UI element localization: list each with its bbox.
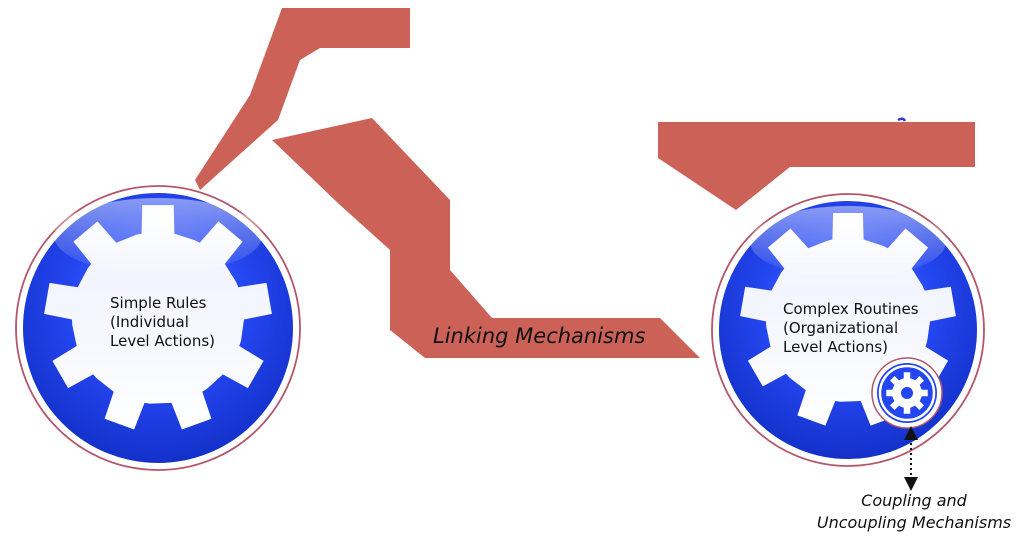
gear-icon: [886, 372, 928, 414]
seat-mark: [897, 117, 907, 122]
coupling-label-line1: Coupling and: [861, 491, 967, 510]
left-wheel-gloss: [54, 198, 262, 274]
coupling-label: Coupling and Uncoupling Mechanisms: [814, 490, 1014, 534]
small-gear: [871, 357, 943, 429]
frame-seat-bar: [658, 122, 975, 210]
left-wheel-label-line2: (Individual: [110, 313, 189, 331]
coupling-label-line2: Uncoupling Mechanisms: [816, 513, 1012, 532]
left-wheel: [15, 185, 301, 471]
small-gear-ring: [878, 364, 936, 422]
right-wheel-label-line1: Complex Routines: [783, 300, 919, 318]
frame-down-tube: [272, 118, 700, 358]
right-wheel-label: Complex Routines (Organizational Level A…: [783, 300, 919, 357]
right-wheel-gloss: [750, 206, 946, 278]
left-wheel-label: Simple Rules (Individual Level Actions): [110, 294, 215, 351]
linking-mechanisms-label: Linking Mechanisms: [433, 324, 646, 348]
right-wheel-label-line2: (Organizational: [783, 319, 899, 337]
right-wheel-label-line3: Level Actions): [783, 338, 889, 356]
left-wheel-label-line3: Level Actions): [110, 332, 216, 350]
left-wheel-label-line1: Simple Rules: [110, 294, 207, 312]
small-gear-disc: [877, 363, 937, 423]
frame-front-fork: [195, 8, 410, 190]
